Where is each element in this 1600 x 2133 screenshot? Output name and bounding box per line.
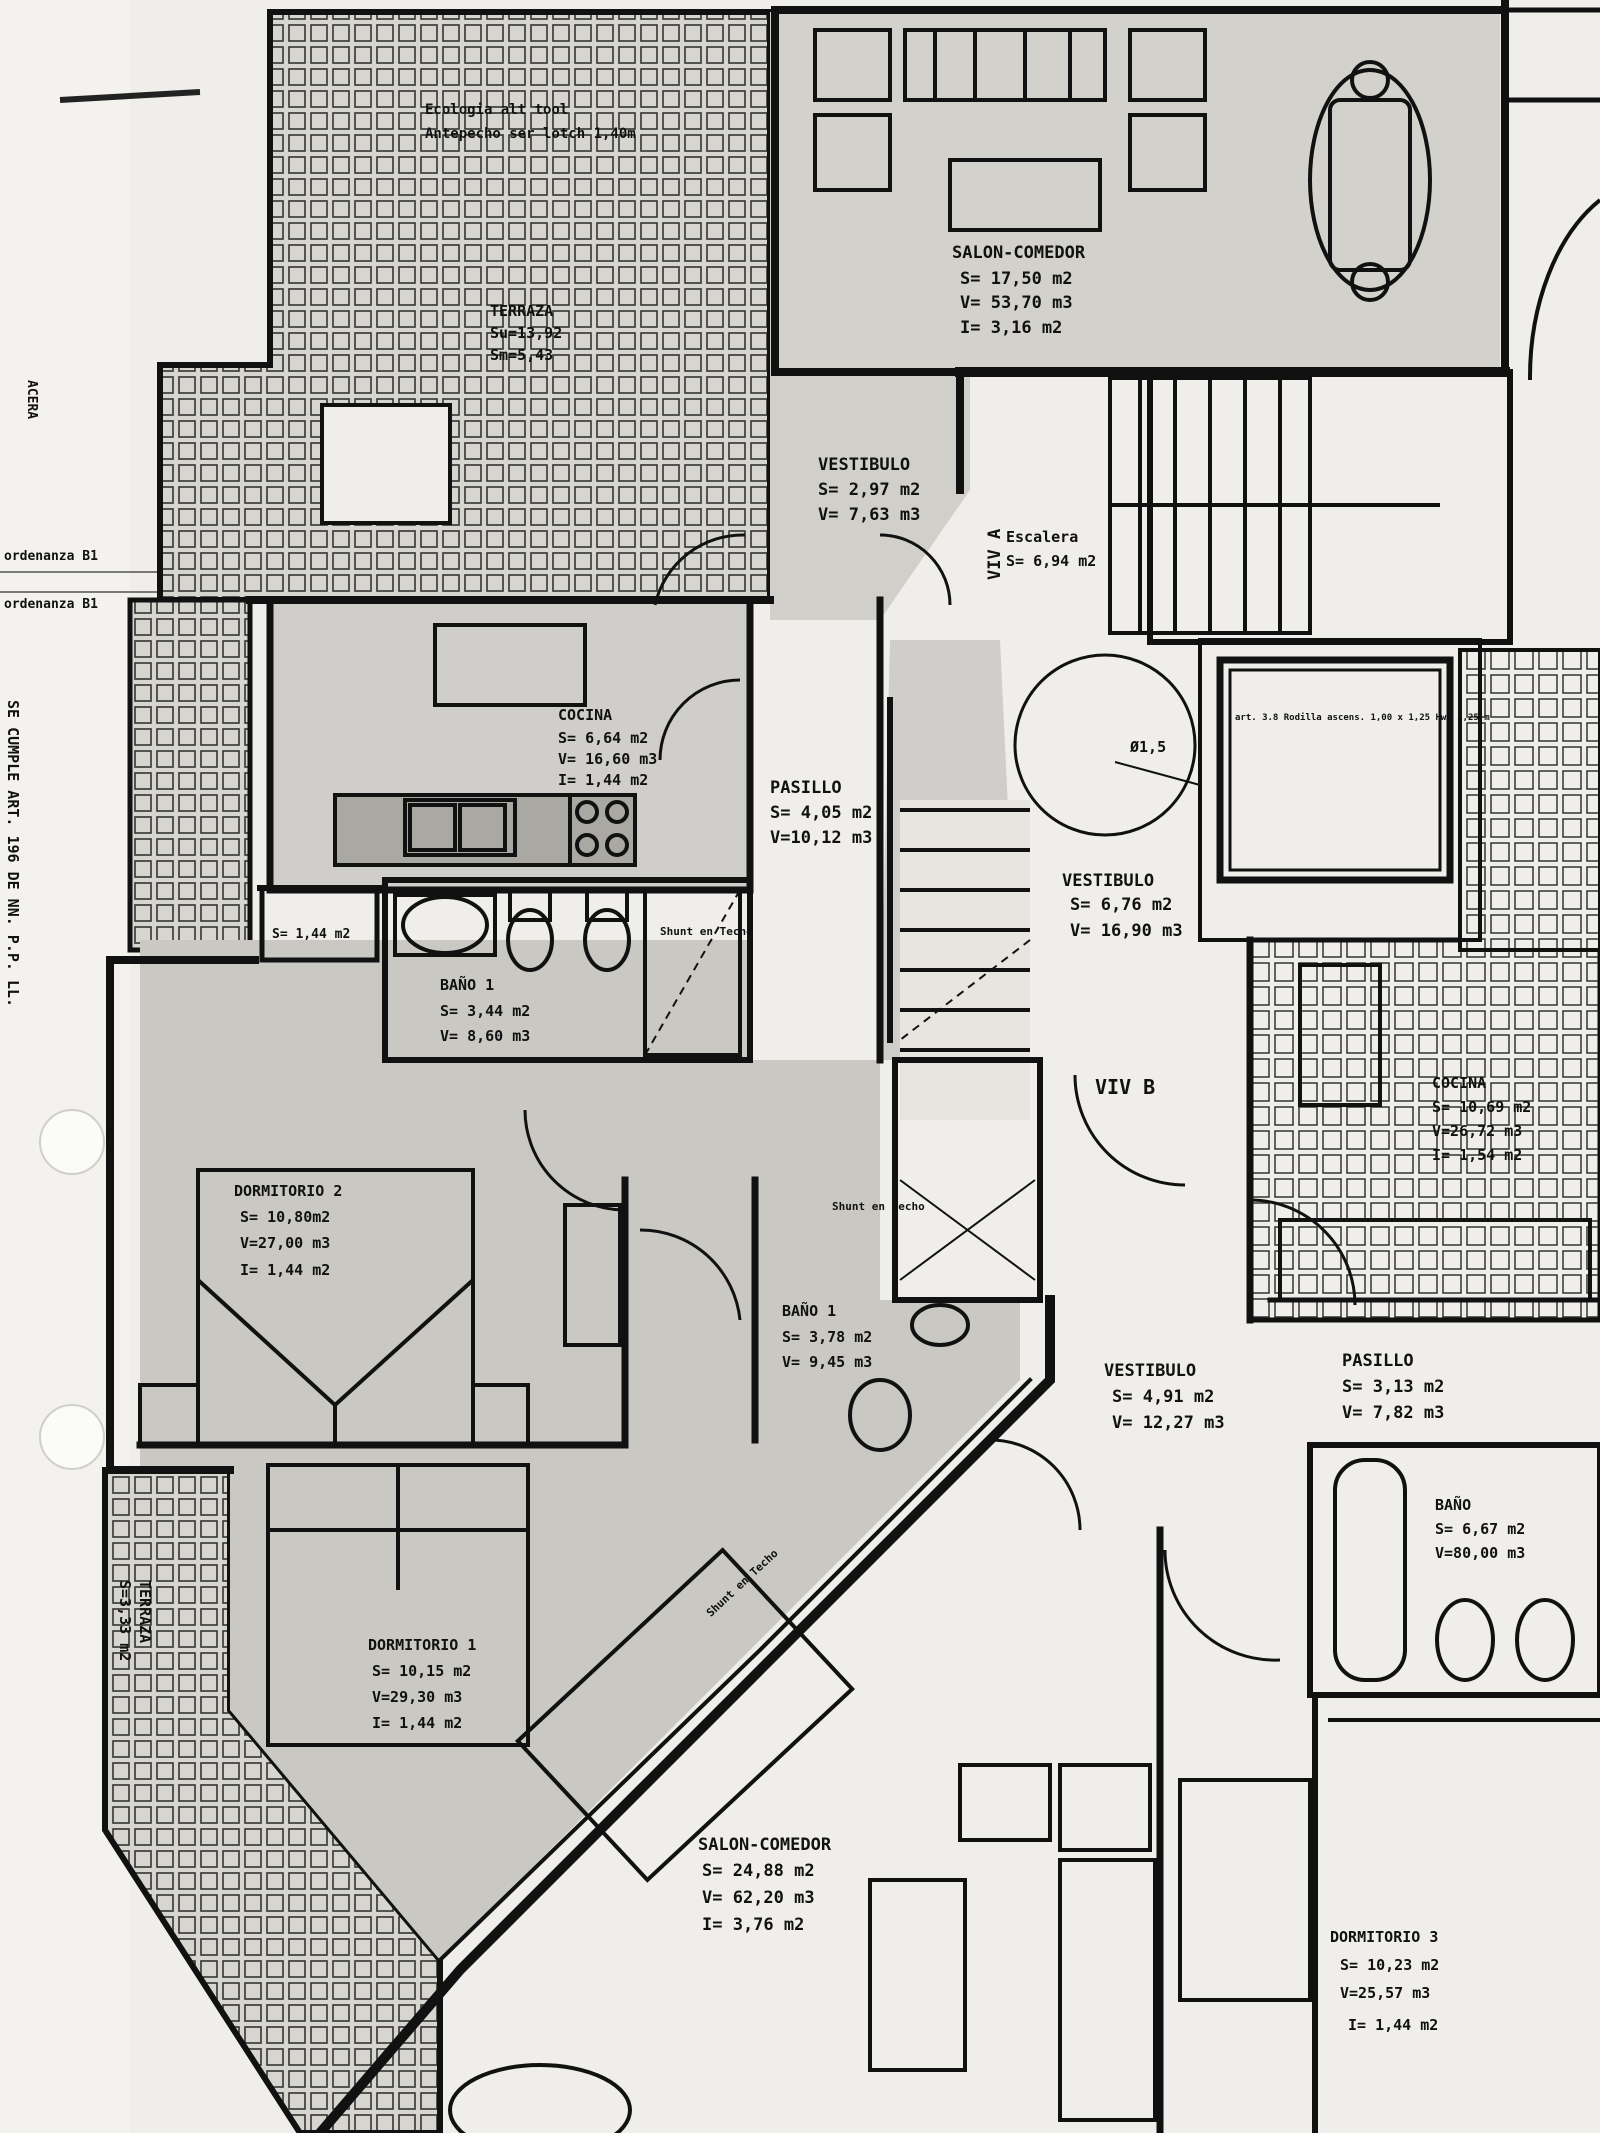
svg-text:VESTIBULO: VESTIBULO: [1062, 871, 1154, 891]
svg-text:I= 3,76 m2: I= 3,76 m2: [702, 1915, 804, 1935]
bano-1-a-label: BAÑO 1 S= 3,44 m2 V= 8,60 m3: [440, 975, 530, 1045]
svg-text:V= 7,82 m3: V= 7,82 m3: [1342, 1403, 1444, 1423]
svg-text:S= 10,23 m2: S= 10,23 m2: [1340, 1956, 1439, 1974]
svg-text:V=29,30 m3: V=29,30 m3: [372, 1688, 462, 1706]
svg-text:V= 53,70 m3: V= 53,70 m3: [960, 293, 1073, 313]
svg-text:S= 3,78 m2: S= 3,78 m2: [782, 1328, 872, 1346]
pasillo-a-label: PASILLO S= 4,05 m2 V=10,12 m3: [770, 778, 872, 848]
left-strip-tiles: [127, 597, 253, 953]
cocina-b-tiles: [1247, 937, 1600, 1323]
svg-text:COCINA: COCINA: [558, 706, 612, 724]
svg-text:S= 6,64 m2: S= 6,64 m2: [558, 729, 648, 747]
svg-text:Antepecho ser lotch 1,40m: Antepecho ser lotch 1,40m: [425, 126, 636, 142]
cocina-a-label: COCINA S= 6,64 m2 V= 16,60 m3 I= 1,44 m2: [558, 706, 657, 789]
vivienda-a-grey: [140, 940, 1020, 1960]
salon-comedor-a-label: SALON-COMEDOR S= 17,50 m2 V= 53,70 m3 I=…: [952, 243, 1086, 338]
diameter-label: Ø1,5: [1129, 738, 1166, 756]
svg-text:S= 17,50 m2: S= 17,50 m2: [960, 269, 1073, 289]
viv-b-label: VIV B: [1095, 1075, 1155, 1099]
terraza-note: Ecologia alt tool Antepecho ser lotch 1,…: [425, 102, 636, 142]
svg-text:Ecologia alt tool: Ecologia alt tool: [425, 102, 568, 118]
bano-c-label: BAÑO S= 6,67 m2 V=80,00 m3: [1435, 1495, 1525, 1562]
svg-text:V= 8,60 m3: V= 8,60 m3: [440, 1027, 530, 1045]
margin-cumple-note: SE CUMPLE ART. 196 DE NN. P.P. LL.: [4, 700, 22, 1007]
svg-text:I= 1,44 m2: I= 1,44 m2: [558, 771, 648, 789]
dormitorio-1-label: DORMITORIO 1 S= 10,15 m2 V=29,30 m3 I= 1…: [368, 1636, 476, 1732]
svg-text:TERRAZA: TERRAZA: [490, 302, 553, 320]
svg-text:I= 3,16 m2: I= 3,16 m2: [960, 318, 1062, 338]
svg-text:V= 16,90 m3: V= 16,90 m3: [1070, 921, 1183, 941]
salon-comedor-b-label: SALON-COMEDOR S= 24,88 m2 V= 62,20 m3 I=…: [698, 1835, 832, 1935]
svg-text:BAÑO 1: BAÑO 1: [782, 1301, 836, 1320]
svg-text:S= 10,80m2: S= 10,80m2: [240, 1208, 330, 1226]
svg-text:PASILLO: PASILLO: [1342, 1351, 1414, 1371]
svg-text:VESTIBULO: VESTIBULO: [1104, 1361, 1196, 1381]
svg-text:V= 12,27 m3: V= 12,27 m3: [1112, 1413, 1225, 1433]
terraza-a-label: TERRAZA Su=13,92 Sm=5,43: [490, 302, 562, 364]
svg-text:S= 10,15 m2: S= 10,15 m2: [372, 1662, 471, 1680]
svg-text:S= 6,67 m2: S= 6,67 m2: [1435, 1520, 1525, 1538]
svg-text:DORMITORIO 2: DORMITORIO 2: [234, 1182, 342, 1200]
svg-text:VESTIBULO: VESTIBULO: [818, 455, 910, 475]
svg-text:COCINA: COCINA: [1432, 1074, 1486, 1092]
svg-text:SALON-COMEDOR: SALON-COMEDOR: [698, 1835, 832, 1855]
vestibulo-a-label: VESTIBULO S= 2,97 m2 V= 7,63 m3: [818, 455, 920, 525]
ordenanza-label-1: ordenanza B1: [4, 549, 98, 564]
svg-text:S= 10,69 m2: S= 10,69 m2: [1432, 1098, 1531, 1116]
pasillo-b-label: PASILLO S= 3,13 m2 V= 7,82 m3: [1342, 1351, 1444, 1423]
ordenanza-label-2: ordenanza B1: [4, 597, 98, 612]
terraza-b-label: TERRAZA: [136, 1580, 154, 1643]
terrace-table: [320, 403, 452, 525]
svg-text:S= 3,44 m2: S= 3,44 m2: [440, 1002, 530, 1020]
svg-text:V=27,00 m3: V=27,00 m3: [240, 1234, 330, 1252]
binder-hole-bottom: [39, 1404, 105, 1470]
svg-text:Su=13,92: Su=13,92: [490, 324, 562, 342]
cocina-b-label: COCINA S= 10,69 m2 V=26,72 m3 I= 1,54 m2: [1432, 1074, 1531, 1164]
svg-text:S= 4,91 m2: S= 4,91 m2: [1112, 1387, 1214, 1407]
svg-text:S= 4,05 m2: S= 4,05 m2: [770, 803, 872, 823]
vestibulo-b-label: VESTIBULO S= 4,91 m2 V= 12,27 m3: [1104, 1361, 1225, 1433]
lavadero-area: S= 1,44 m2: [272, 927, 350, 942]
svg-text:V=26,72 m3: V=26,72 m3: [1432, 1122, 1522, 1140]
svg-text:V=80,00 m3: V=80,00 m3: [1435, 1544, 1525, 1562]
svg-text:S= 6,94 m2: S= 6,94 m2: [1006, 552, 1096, 570]
svg-text:V= 16,60 m3: V= 16,60 m3: [558, 750, 657, 768]
vestibulo-a-area: [770, 372, 970, 620]
svg-text:DORMITORIO 3: DORMITORIO 3: [1330, 1928, 1438, 1946]
shunt-note-2: Shunt en Techo: [832, 1200, 925, 1213]
terraza-b-area: S=3,33 m2: [116, 1580, 134, 1661]
svg-text:PASILLO: PASILLO: [770, 778, 842, 798]
svg-text:Escalera: Escalera: [1006, 528, 1078, 546]
dormitorio-3-label: DORMITORIO 3 S= 10,23 m2 V=25,57 m3 I= 1…: [1330, 1928, 1439, 2034]
svg-text:BAÑO 1: BAÑO 1: [440, 975, 494, 994]
svg-text:I= 1,44 m2: I= 1,44 m2: [1348, 2016, 1438, 2034]
svg-text:S= 2,97 m2: S= 2,97 m2: [818, 480, 920, 500]
svg-text:I= 1,44 m2: I= 1,44 m2: [372, 1714, 462, 1732]
ascensor-note: art. 3.8 Rodilla ascens. 1,00 x 1,25 Hwc…: [1235, 712, 1490, 723]
svg-text:BAÑO: BAÑO: [1435, 1495, 1471, 1514]
svg-text:V= 7,63 m3: V= 7,63 m3: [818, 505, 920, 525]
dormitorio-2-label: DORMITORIO 2 S= 10,80m2 V=27,00 m3 I= 1,…: [234, 1182, 342, 1279]
svg-text:V=25,57 m3: V=25,57 m3: [1340, 1984, 1430, 2002]
shunt-note-1: Shunt en Techo: [660, 925, 753, 938]
binder-hole-top: [39, 1109, 105, 1175]
svg-text:SALON-COMEDOR: SALON-COMEDOR: [952, 243, 1086, 263]
svg-text:V= 62,20 m3: V= 62,20 m3: [702, 1888, 815, 1908]
viv-a-label: VIV A: [985, 529, 1005, 580]
svg-text:V= 9,45 m3: V= 9,45 m3: [782, 1353, 872, 1371]
svg-text:S= 6,76 m2: S= 6,76 m2: [1070, 895, 1172, 915]
svg-text:I= 1,44 m2: I= 1,44 m2: [240, 1261, 330, 1279]
svg-text:S= 3,13 m2: S= 3,13 m2: [1342, 1377, 1444, 1397]
svg-text:Sm=5,43: Sm=5,43: [490, 346, 553, 364]
svg-text:S= 24,88 m2: S= 24,88 m2: [702, 1861, 815, 1881]
margin-acera: ACERA: [24, 380, 39, 419]
bano-1-b-label: BAÑO 1 S= 3,78 m2 V= 9,45 m3: [782, 1301, 872, 1371]
svg-text:DORMITORIO 1: DORMITORIO 1: [368, 1636, 476, 1654]
svg-text:I= 1,54 m2: I= 1,54 m2: [1432, 1146, 1522, 1164]
escalera-label: Escalera S= 6,94 m2: [1006, 528, 1096, 570]
svg-text:V=10,12 m3: V=10,12 m3: [770, 828, 872, 848]
vestibulo-center-label: VESTIBULO S= 6,76 m2 V= 16,90 m3: [1062, 871, 1183, 941]
